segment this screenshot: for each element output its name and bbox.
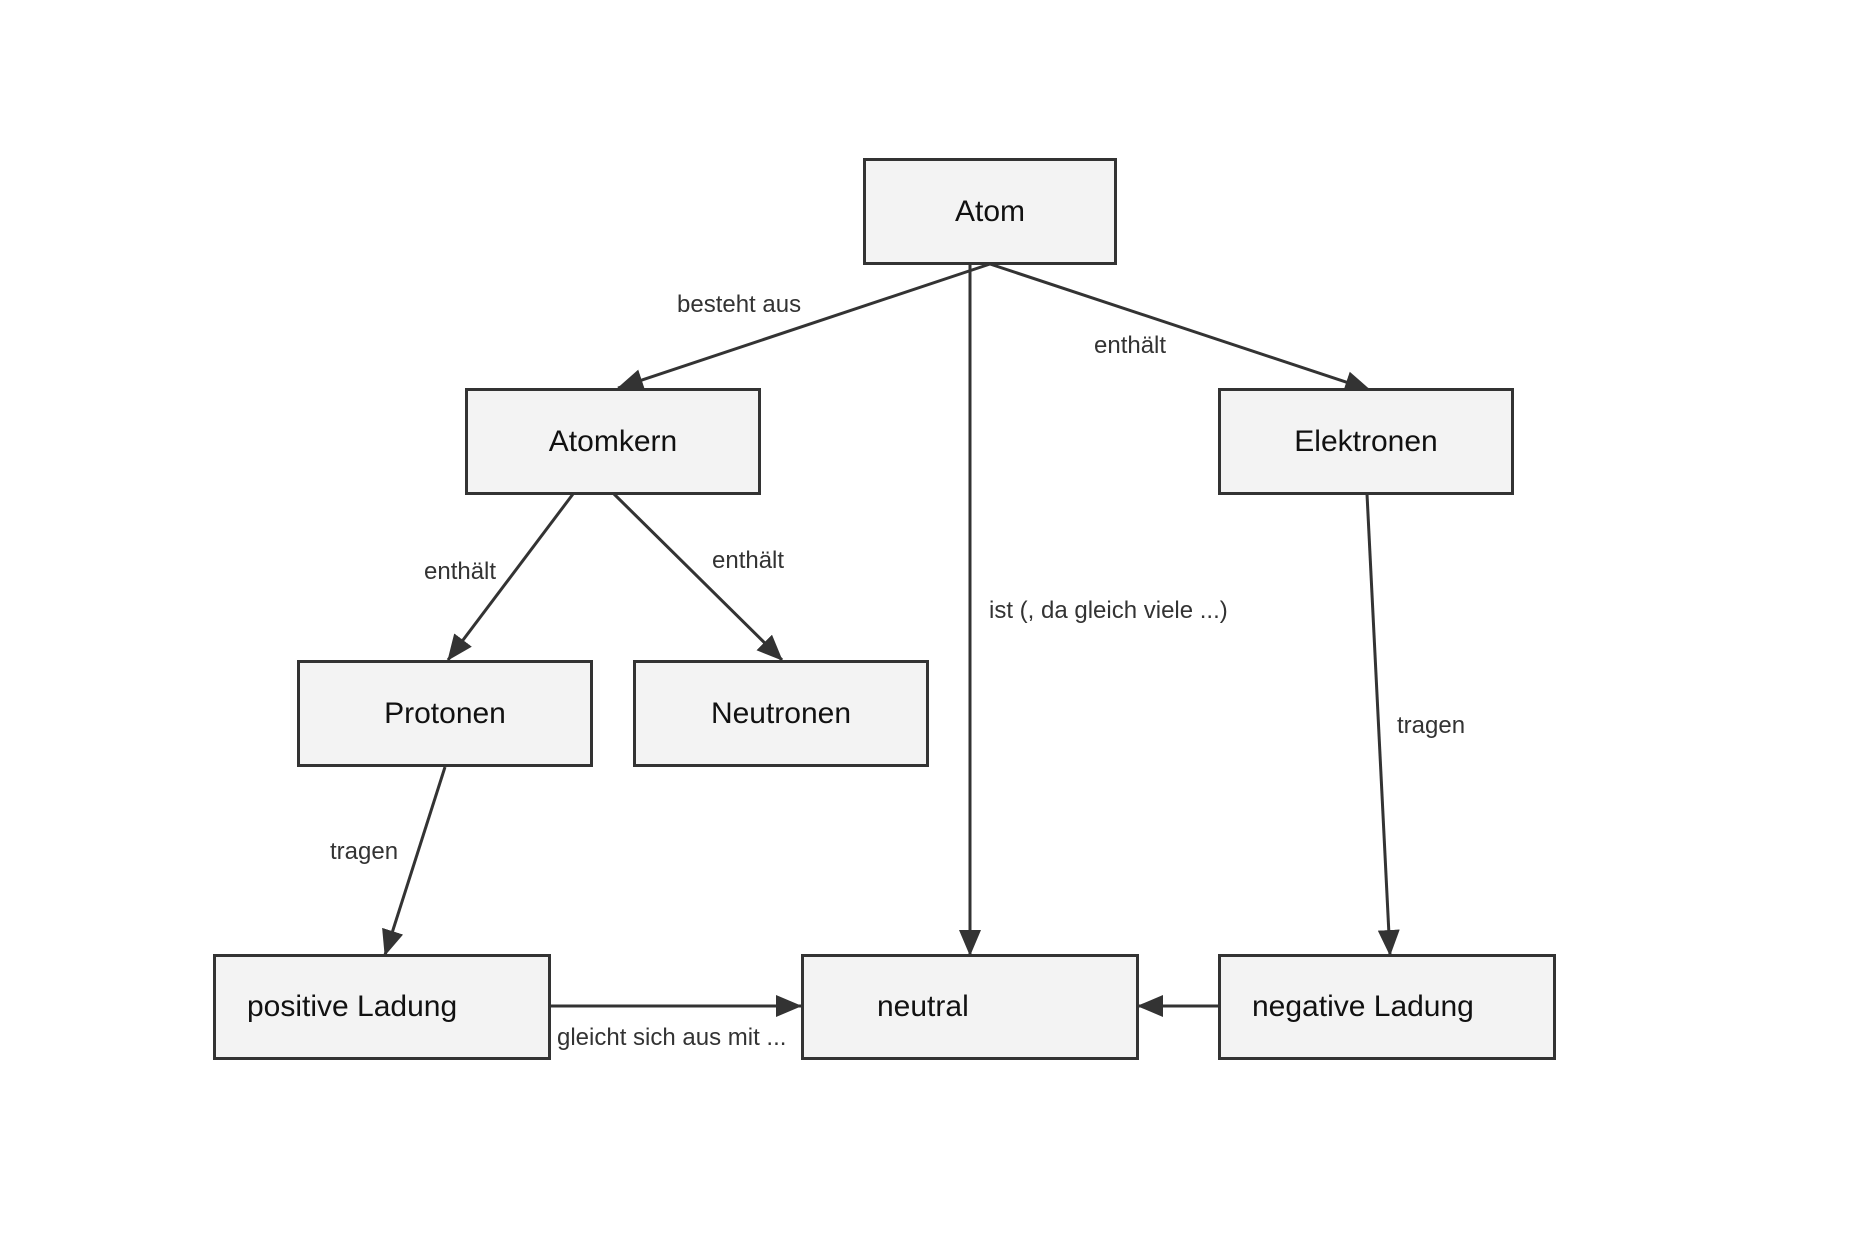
edge-atom-elektronen <box>989 262 1371 393</box>
label-tragen-protonen: tragen <box>330 838 399 865</box>
label-tragen-elektronen: tragen <box>1397 712 1466 739</box>
node-neutronen-label: Neutronen <box>710 696 852 730</box>
edge-protonen-positive <box>382 766 447 956</box>
node-elektronen[interactable]: Elektronen <box>1218 388 1514 495</box>
edge-atom-atomkern <box>617 262 991 391</box>
node-protonen-label: Protonen <box>384 696 506 730</box>
label-besteht-aus: besteht aus <box>677 291 802 318</box>
node-positive-ladung[interactable]: positive Ladung <box>213 954 551 1060</box>
node-neutral-label: neutral <box>877 990 969 1023</box>
node-elektronen-label: Elektronen <box>1294 424 1438 458</box>
node-atomkern-label: Atomkern <box>548 424 678 458</box>
node-negative-ladung[interactable]: negative Ladung <box>1218 954 1556 1060</box>
label-enthaelt-elektronen: enthält <box>1094 332 1167 359</box>
label-enthaelt-protonen: enthält <box>424 558 497 585</box>
label-gleicht-sich-aus: gleicht sich aus mit ... <box>557 1024 787 1051</box>
node-protonen[interactable]: Protonen <box>297 660 593 767</box>
edge-atomkern-protonen <box>446 493 575 661</box>
node-negative-ladung-label: negative Ladung <box>1252 990 1474 1023</box>
node-atom-label: Atom <box>954 194 1026 228</box>
node-atomkern[interactable]: Atomkern <box>465 388 761 495</box>
label-enthaelt-neutronen: enthält <box>712 547 785 574</box>
node-neutronen[interactable]: Neutronen <box>633 660 929 767</box>
edge-elektronen-negative <box>1365 493 1400 956</box>
node-neutral[interactable]: neutral <box>801 954 1139 1060</box>
node-atom[interactable]: Atom <box>863 158 1117 265</box>
edge-atomkern-neutronen <box>612 492 784 662</box>
node-positive-ladung-label: positive Ladung <box>247 990 458 1023</box>
label-ist-neutral: ist (, da gleich viele ...) <box>989 597 1228 624</box>
